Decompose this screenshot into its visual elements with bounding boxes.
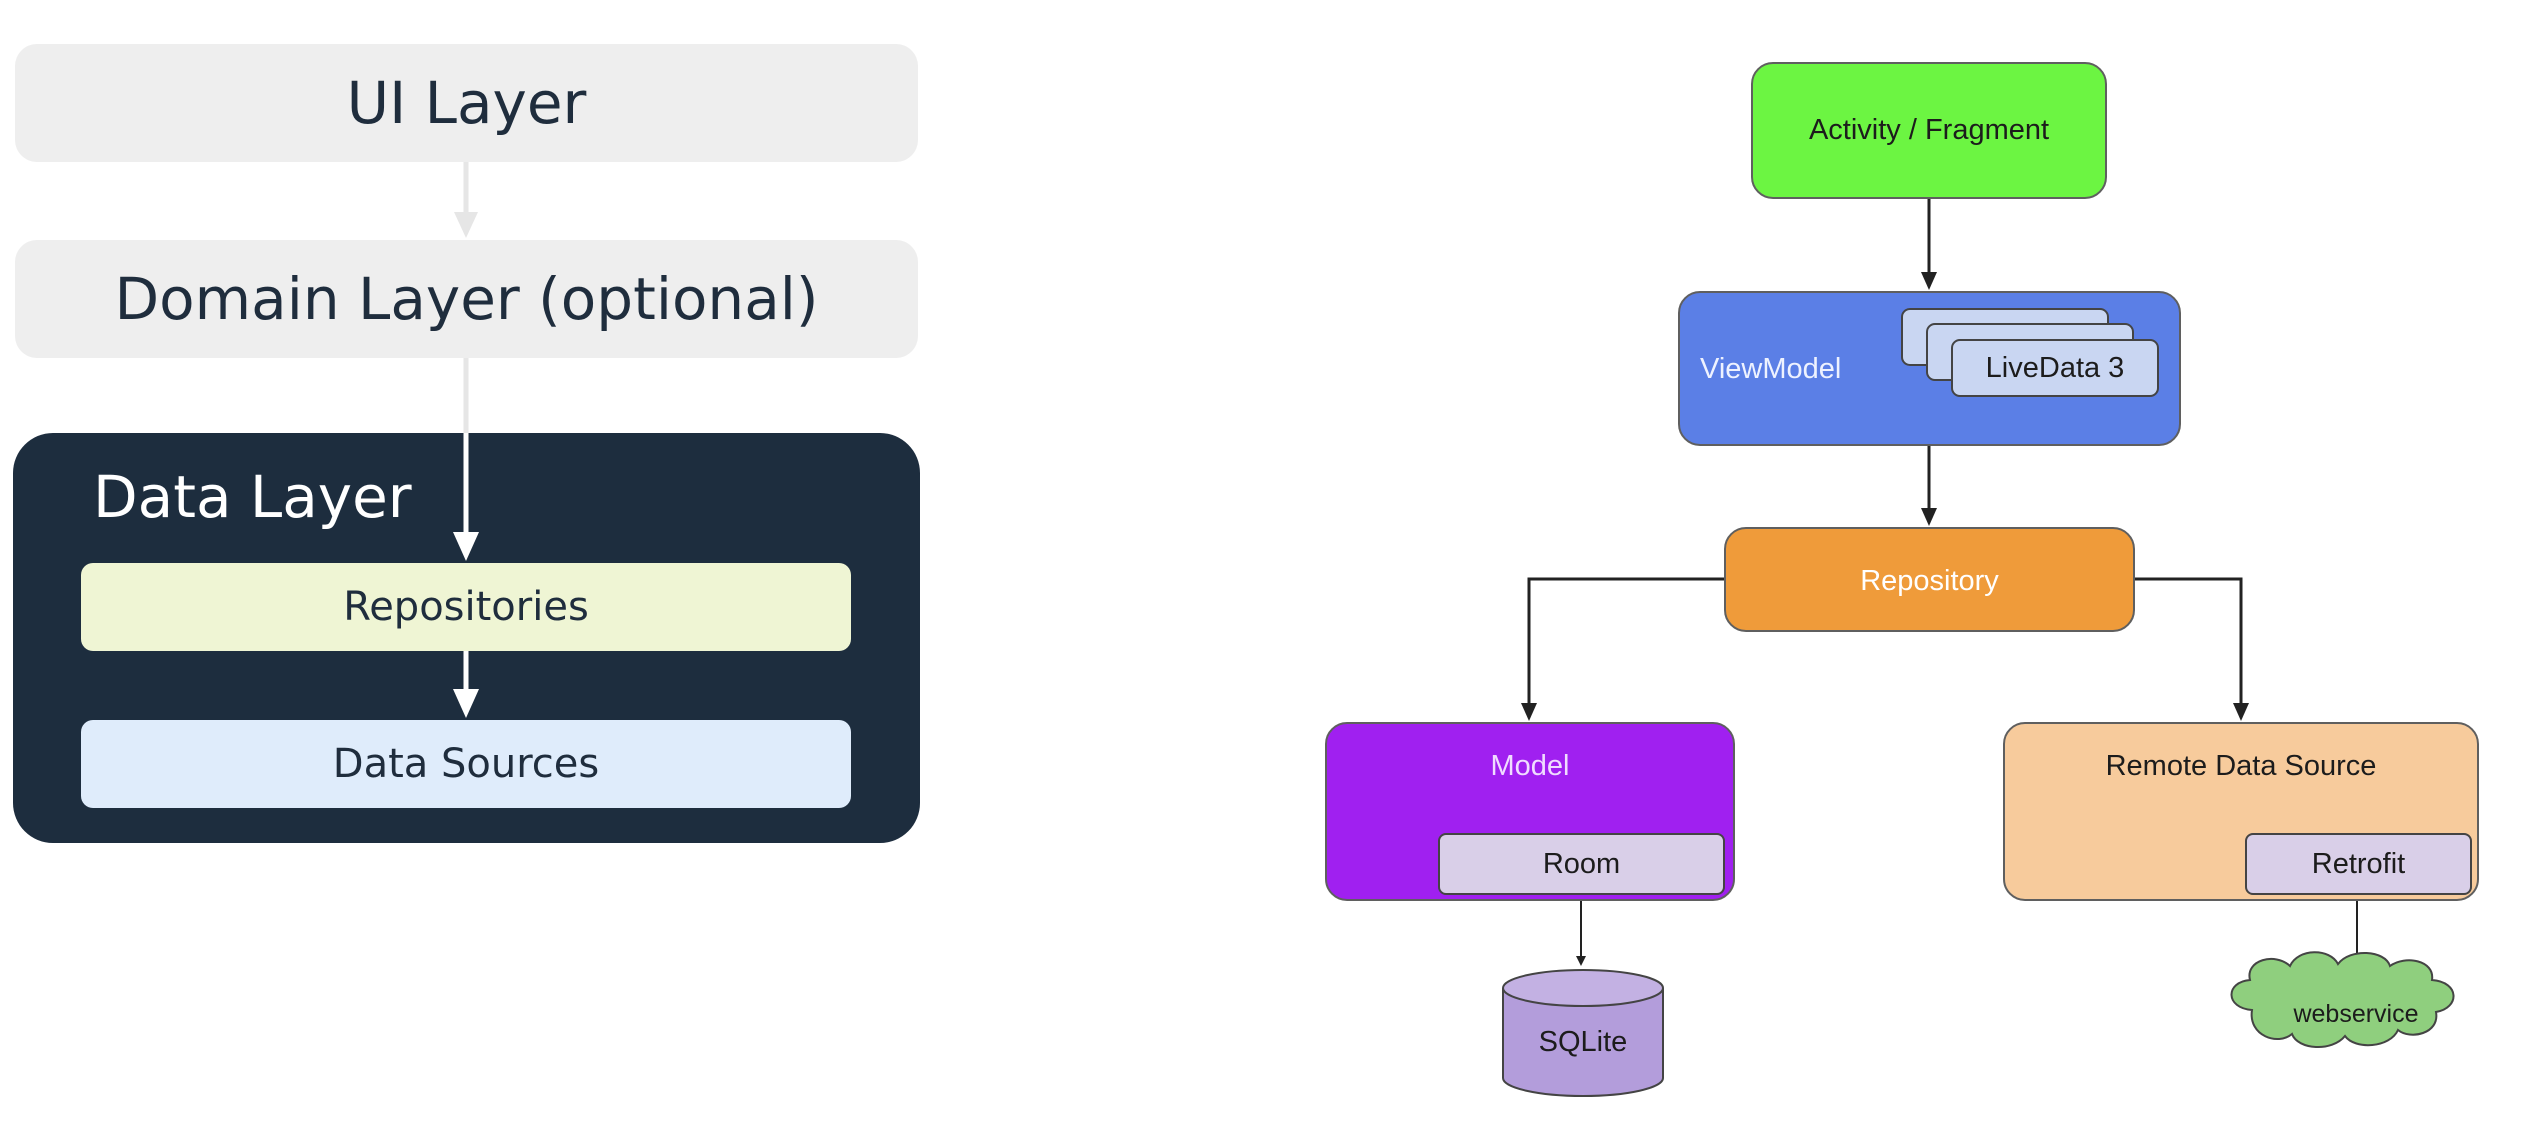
livedata-label: LiveData 3 (1985, 351, 2125, 384)
data-layer-box: Data Layer Repositories Data Sources (13, 433, 920, 843)
viewmodel-label: ViewModel (1700, 353, 1842, 385)
model-label: Model (1490, 750, 1570, 782)
repositories-box: Repositories (81, 563, 851, 651)
ui-layer-label: UI Layer (346, 69, 587, 137)
domain-layer-box: Domain Layer (optional) (15, 240, 918, 358)
room-box: Room (1438, 833, 1725, 895)
livedata-card-front: LiveData 3 (1951, 339, 2159, 397)
domain-layer-label: Domain Layer (optional) (114, 265, 819, 333)
repository-to-remote-arrowhead (2233, 703, 2249, 721)
repository-to-model-line (1527, 577, 1724, 705)
retrofit-label: Retrofit (2311, 847, 2406, 880)
webservice-label: webservice (2293, 1000, 2419, 1028)
activity-to-viewmodel-arrowhead (1921, 272, 1937, 290)
retrofit-to-webservice-arrowhead (2352, 958, 2362, 968)
ui-to-domain-arrowhead (454, 212, 478, 238)
repository-node: Repository (1724, 527, 2135, 632)
repository-to-remote-line (2135, 577, 2243, 705)
activity-fragment-label: Activity / Fragment (1808, 114, 2050, 146)
repositories-label: Repositories (343, 584, 589, 630)
remote-data-source-label: Remote Data Source (2105, 750, 2377, 782)
data-sources-box: Data Sources (81, 720, 851, 808)
data-sources-label: Data Sources (332, 741, 600, 787)
sqlite-label: SQLite (1538, 1026, 1628, 1058)
repository-label: Repository (1860, 565, 1999, 597)
ui-layer-box: UI Layer (15, 44, 918, 162)
room-label: Room (1542, 847, 1621, 880)
retrofit-box: Retrofit (2245, 833, 2472, 895)
repository-to-model-arrowhead (1521, 703, 1537, 721)
viewmodel-to-repository-arrowhead (1921, 508, 1937, 526)
data-layer-title: Data Layer (93, 463, 412, 531)
room-to-sqlite-arrowhead (1576, 956, 1586, 966)
activity-fragment-node: Activity / Fragment (1751, 62, 2107, 199)
